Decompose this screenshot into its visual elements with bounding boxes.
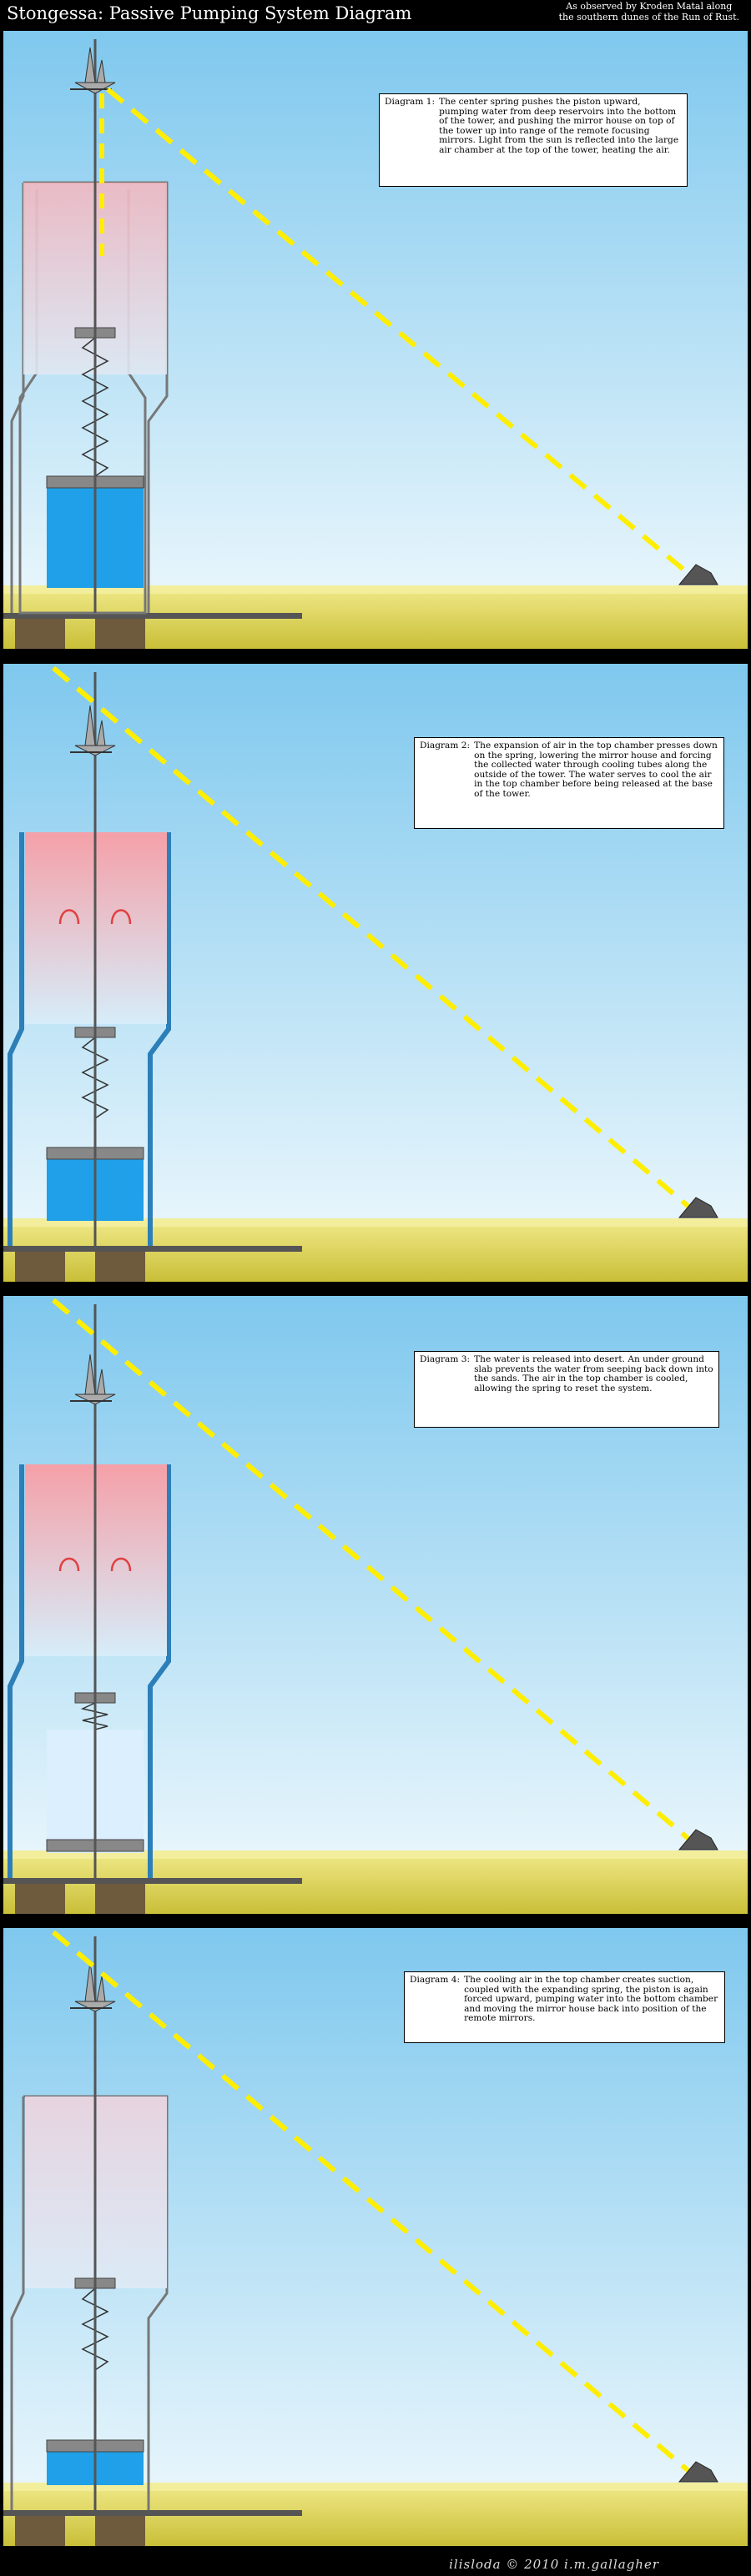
underground-slab (3, 1246, 302, 1252)
diagram-panel-3: Diagram 3: The water is released into de… (3, 1296, 748, 1914)
caption-label: Diagram 3: (420, 1354, 471, 1364)
ground-roots (15, 619, 65, 649)
caption-label: Diagram 1: (385, 97, 436, 107)
caption-text: The water is released into desert. An un… (474, 1354, 713, 1393)
underground-slab (3, 1878, 302, 1884)
byline-line-1: As observed by Kroden Matal along (566, 1, 733, 12)
sun-ray-reflected (52, 1298, 694, 1845)
underground-slab (3, 613, 302, 619)
byline: As observed by Kroden Matal along the so… (559, 1, 739, 23)
ground-roots (15, 1884, 65, 1914)
underground-slab (3, 2510, 302, 2516)
diagram-panel-2: Diagram 2: The expansion of air in the t… (3, 664, 748, 1282)
caption-box: Diagram 2: The expansion of air in the t… (414, 737, 724, 829)
remote-mirror (678, 564, 718, 585)
caption-box: Diagram 3: The water is released into de… (414, 1351, 719, 1428)
page-title: Stongessa: Passive Pumping System Diagra… (7, 3, 412, 23)
cooling-tubes (8, 1464, 171, 1878)
cooling-tubes (8, 832, 171, 1246)
header-bar: Stongessa: Passive Pumping System Diagra… (0, 0, 751, 28)
mirror-house (74, 47, 116, 94)
sun-ray-reflected (52, 1930, 694, 2477)
remote-mirror (678, 1829, 718, 1850)
ground-roots (15, 1252, 65, 1282)
caption-label: Diagram 4: (410, 1975, 461, 1985)
caption-text: The expansion of air in the top chamber … (474, 741, 718, 799)
diagram-panel-4: Diagram 4: The cooling air in the top ch… (3, 1928, 748, 2546)
caption-box: Diagram 1: The center spring pushes the … (379, 93, 688, 187)
remote-mirror (678, 1197, 718, 1218)
sun-ray-reflected (52, 665, 694, 1213)
byline-line-2: the southern dunes of the Run of Rust. (558, 12, 739, 23)
ground-roots (15, 2516, 65, 2546)
air-arrows (58, 909, 132, 925)
remote-mirror (678, 2461, 718, 2483)
diagram-panel-1: Diagram 1: The center spring pushes the … (3, 31, 748, 649)
footer-bar: ilisloda © 2010 i.m.gallagher (0, 2552, 751, 2576)
caption-text: The center spring pushes the piston upwa… (439, 97, 679, 155)
caption-box: Diagram 4: The cooling air in the top ch… (404, 1971, 725, 2043)
mirror-house (74, 705, 116, 756)
credit: ilisloda © 2010 i.m.gallagher (449, 2557, 659, 2572)
caption-text: The cooling air in the top chamber creat… (464, 1975, 718, 2024)
air-arrows (58, 1557, 132, 1572)
caption-label: Diagram 2: (420, 741, 471, 751)
sun-ray-reflected (106, 87, 694, 580)
mirror-house (74, 1353, 116, 1405)
